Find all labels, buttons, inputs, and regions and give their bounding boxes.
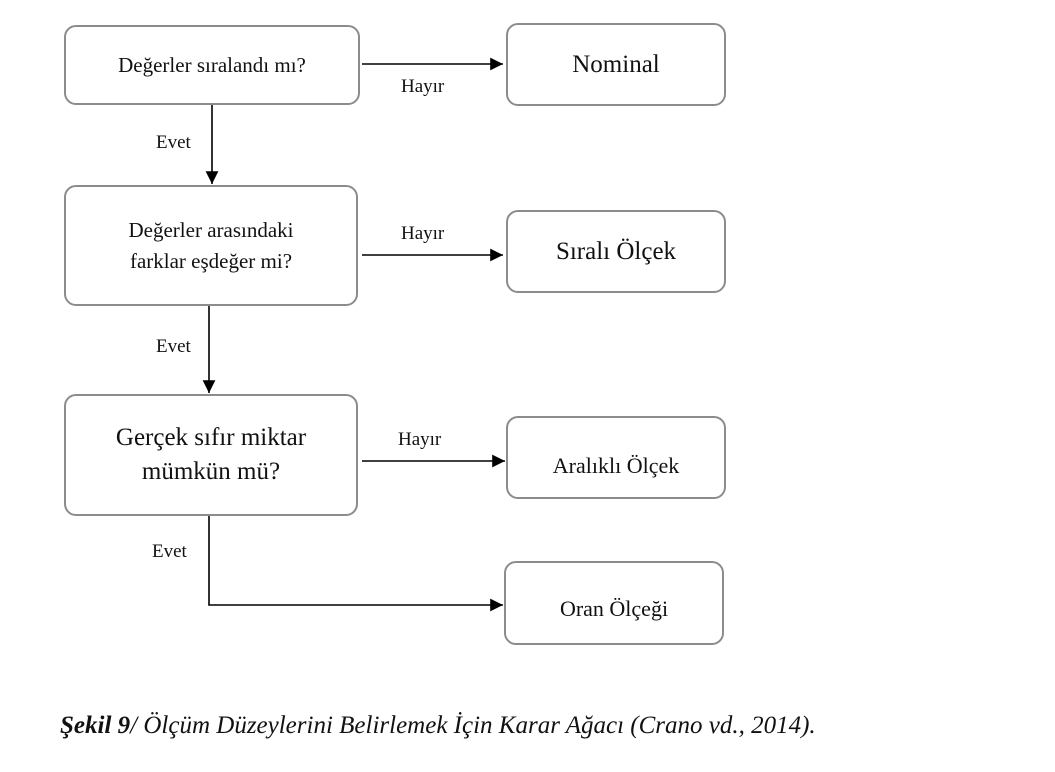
caption-text: Ölçüm Düzeylerini Belirlemek İçin Karar … xyxy=(137,712,816,739)
question-text-line: Değerler arasındaki xyxy=(128,218,294,243)
question-box-ordered: Değerler sıralandı mı? xyxy=(64,25,360,105)
question-text-line: farklar eşdeğer mi? xyxy=(129,248,293,273)
outcome-box-nominal: Nominal xyxy=(506,23,726,106)
outcome-box-sirali-olcek: Sıralı Ölçek xyxy=(506,210,726,293)
outcome-box-oran-olcegi: Oran Ölçeği xyxy=(504,561,724,645)
caption-separator: / xyxy=(130,712,138,739)
question-box-equal-differences: Değerler arasındaki farklar eşdeğer mi? xyxy=(64,185,358,306)
question-box-true-zero: Gerçek sıfır miktar mümkün mü? xyxy=(64,394,358,516)
question-text-line: Gerçek sıfır miktar xyxy=(115,424,307,452)
edge-label-no: Hayır xyxy=(398,429,442,450)
question-text-line: Değerler sıralandı mı? xyxy=(118,52,306,77)
outcome-label: Sıralı Ölçek xyxy=(555,237,677,265)
outcome-box-aralikli-olcek: Aralıklı Ölçek xyxy=(506,416,726,499)
figure-number: Şekil 9 xyxy=(60,712,131,739)
edge-label-no: Hayır xyxy=(401,76,445,97)
edge-label-no: Hayır xyxy=(401,223,445,244)
question-text-line: mümkün mü? xyxy=(141,458,281,485)
edge-label-yes: Evet xyxy=(156,132,191,153)
figure-caption: Şekil 9/ Ölçüm Düzeylerini Belirlemek İç… xyxy=(60,712,816,740)
outcome-label: Oran Ölçeği xyxy=(559,596,669,621)
edge-label-yes: Evet xyxy=(156,336,191,357)
outcome-label: Nominal xyxy=(572,50,660,78)
outcome-label: Aralıklı Ölçek xyxy=(552,452,680,478)
edge-label-yes: Evet xyxy=(152,541,187,562)
arrow-q3-to-oran xyxy=(208,516,503,612)
